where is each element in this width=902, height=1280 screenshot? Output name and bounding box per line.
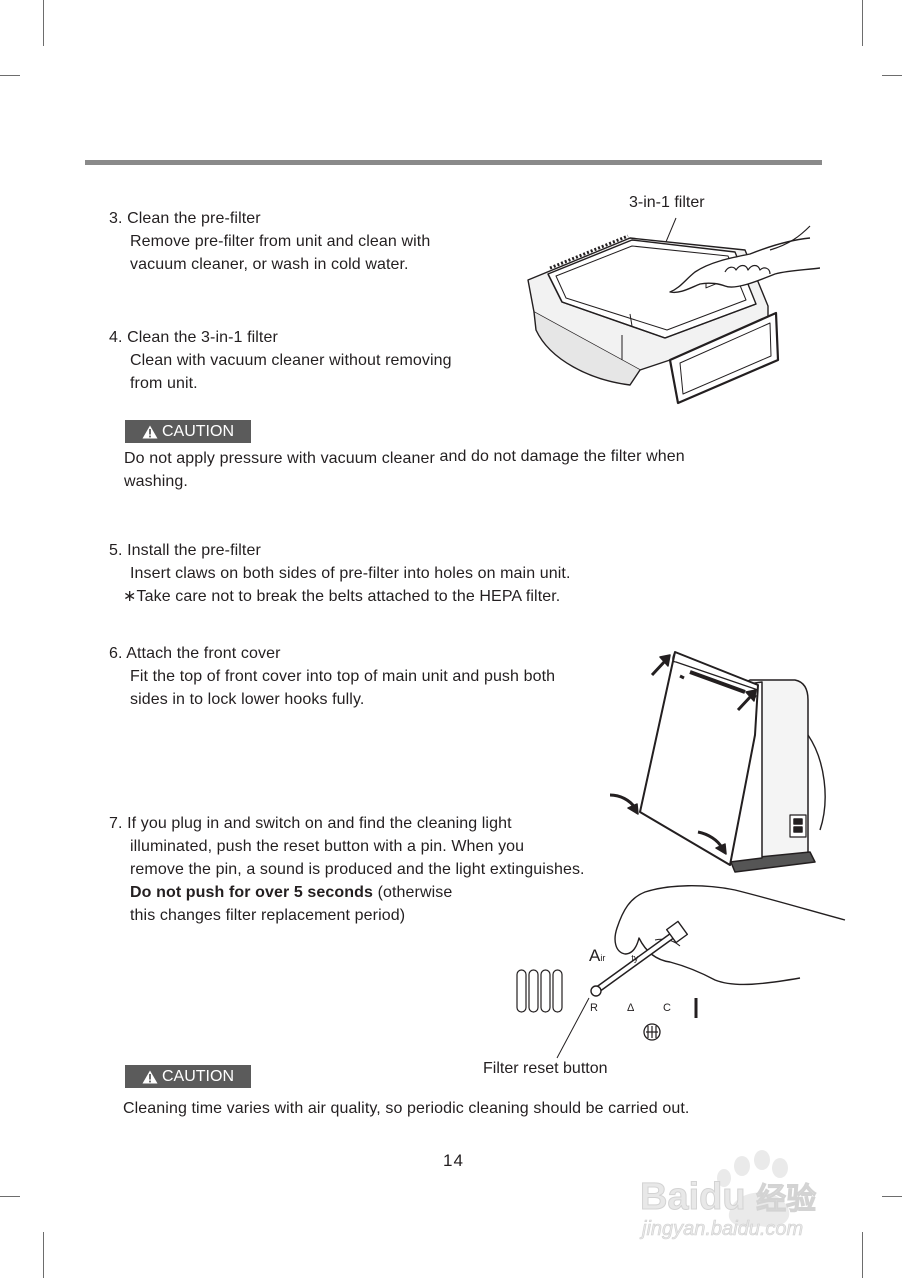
warning-bold: Do not push for over 5 seconds [130,884,374,901]
crop-mark [0,75,20,76]
caution-text: Cleaning time varies with air quality, s… [123,1100,690,1117]
step-line: Fit the top of front cover into top of m… [130,668,556,685]
step-line: Clean with vacuum cleaner without removi… [130,352,452,369]
panel-button-c: C [663,1002,671,1014]
step-line: this changes filter replacement period) [130,907,406,924]
crop-mark [882,1196,902,1197]
crop-mark [862,1232,863,1278]
step-4: 4. Clean the 3-in-1 filter Clean with va… [109,326,452,395]
caution-label: CAUTION [162,1068,234,1085]
warning-triangle-icon [142,425,158,438]
step-line: illuminated, push the reset button with … [130,838,525,855]
reset-button-illustration [516,885,846,1059]
step-7: 7. If you plug in and switch on and find… [109,812,585,927]
step-line: remove the pin, a sound is produced and … [130,861,585,878]
page-number: 14 [443,1151,464,1170]
caution-label: CAUTION [162,423,234,440]
step-line: Insert claws on both sides of pre-filter… [130,565,571,582]
step-line: sides in to lock lower hooks fully. [130,691,365,708]
crop-mark [43,1232,44,1278]
step-line: Remove pre-filter from unit and clean wi… [130,233,431,250]
step-title: If you plug in and switch on and find th… [127,815,512,832]
front-cover-illustration [609,651,826,873]
step-6: 6. Attach the front cover Fit the top of… [109,642,555,711]
step-title: Install the pre-filter [127,542,261,559]
warning-triangle-icon [142,1070,158,1083]
reset-button-label: Filter reset button [483,1060,608,1077]
crop-mark [43,0,44,46]
step-title: Attach the front cover [126,645,281,662]
header-rule [85,160,822,165]
step-line: from unit. [130,375,198,392]
crop-mark [882,75,902,76]
caution-badge: CAUTION [125,420,251,443]
caution-badge: CAUTION [125,1065,251,1088]
step-5: 5. Install the pre-filter Insert claws o… [109,539,571,608]
caution-text: Do not apply pressure with vacuum cleane… [124,448,685,490]
baidu-paw-icon [717,1150,790,1228]
step-3: 3. Clean the pre-filter Remove pre-filte… [109,207,430,276]
crop-mark [862,0,863,46]
panel-button-r: R [590,1002,598,1014]
watermark: Baidu 经验 jingyan.baidu.com [638,1138,850,1248]
step-note: ∗Take care not to break the belts attach… [123,588,561,605]
step-title: Clean the 3-in-1 filter [127,329,278,346]
filter-label: 3-in-1 filter [629,194,705,211]
filter-illustration [527,217,820,405]
step-title: Clean the pre-filter [127,210,261,227]
crop-mark [0,1196,20,1197]
step-line: vacuum cleaner, or wash in cold water. [130,256,409,273]
panel-button-triangle: Δ [627,1002,635,1014]
